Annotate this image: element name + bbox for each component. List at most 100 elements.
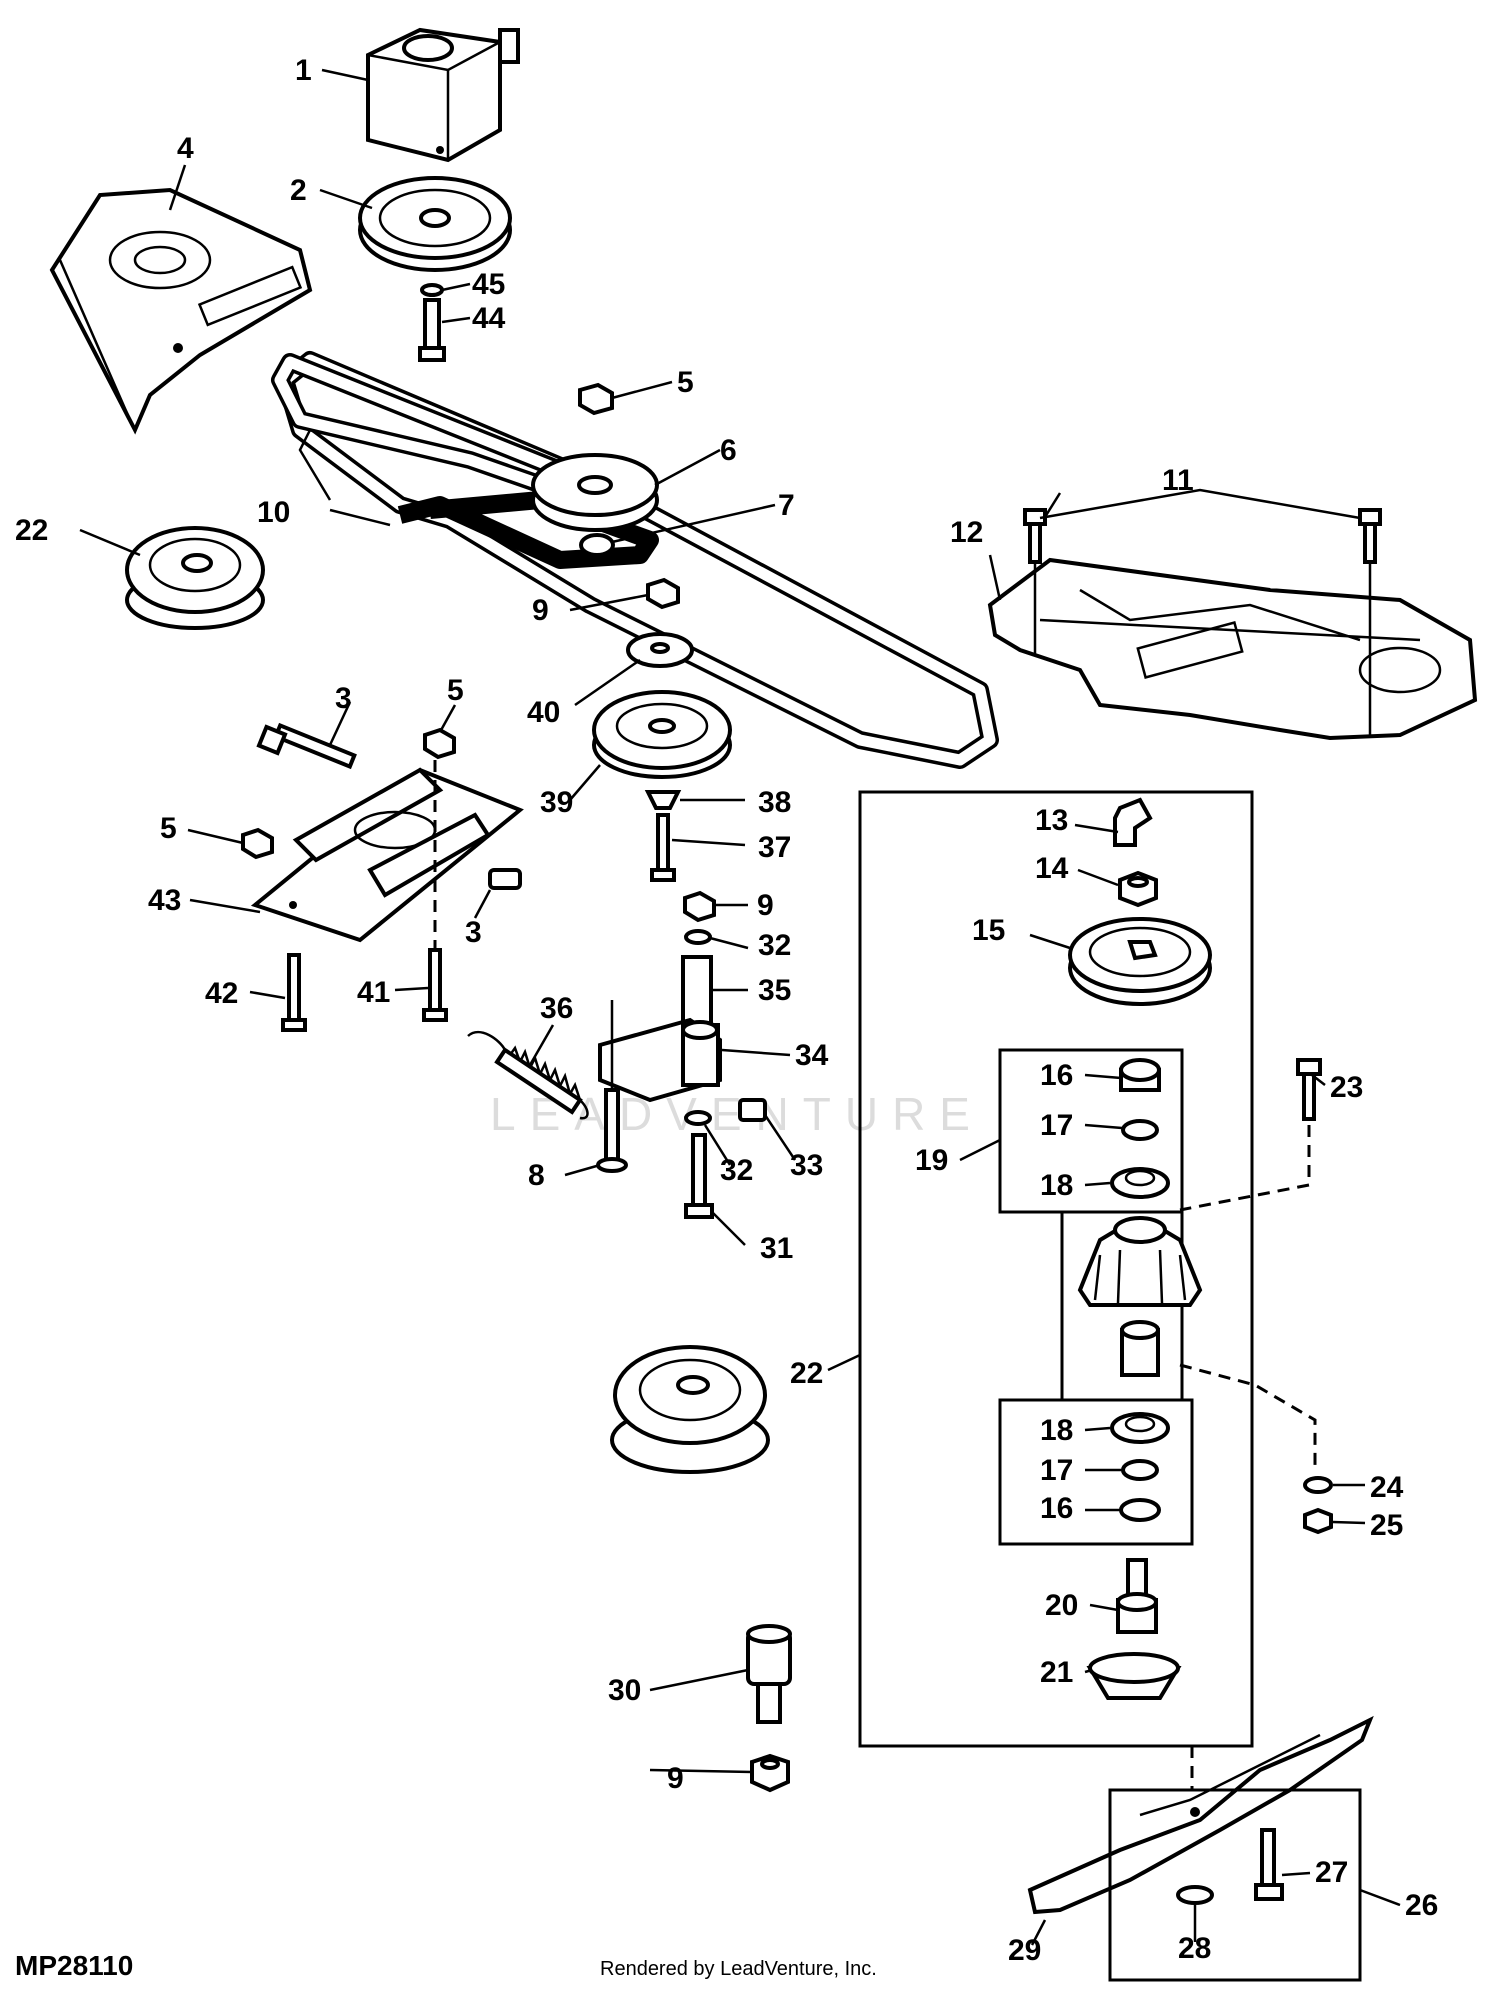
part-42-bolt xyxy=(281,953,307,1032)
callout-25: 25 xyxy=(1370,1509,1403,1542)
callout-10: 10 xyxy=(257,496,290,529)
part-18-bearing-top xyxy=(1110,1167,1170,1199)
callout-31: 31 xyxy=(760,1232,793,1265)
callout-39: 39 xyxy=(540,786,573,819)
callout-7: 7 xyxy=(778,489,795,522)
callout-13: 13 xyxy=(1035,804,1068,837)
part-37-bolt xyxy=(650,813,676,882)
part-36-spring xyxy=(467,1030,589,1120)
callout-17-upper: 17 xyxy=(1040,1109,1073,1142)
callout-12: 12 xyxy=(950,516,983,549)
part-2-pulley xyxy=(358,176,512,272)
part-6-idler-pulley xyxy=(531,453,659,532)
callout-5-bracket-left: 5 xyxy=(160,812,177,845)
part-24-washer xyxy=(1303,1476,1333,1494)
part-8-stud xyxy=(596,1088,628,1173)
part-33-bolt xyxy=(738,1098,767,1122)
callout-4: 4 xyxy=(177,132,194,165)
guide-23 xyxy=(1179,1125,1311,1212)
part-7-spacer xyxy=(579,533,615,557)
part-16-bearing-bottom xyxy=(1119,1498,1161,1522)
callout-28: 28 xyxy=(1178,1932,1211,1965)
part-19-spindle-shaft xyxy=(1120,1320,1160,1377)
callout-16-upper: 16 xyxy=(1040,1059,1073,1092)
part-29-blade xyxy=(1027,1715,1374,1915)
callout-35: 35 xyxy=(758,974,791,1007)
callout-17-lower: 17 xyxy=(1040,1454,1073,1487)
group-box-26 xyxy=(1108,1788,1362,1982)
callout-42: 42 xyxy=(205,977,238,1010)
callout-23: 23 xyxy=(1330,1071,1363,1104)
group-box-spindle xyxy=(858,790,1254,1748)
credit-text: Rendered by LeadVenture, Inc. xyxy=(600,1958,877,1980)
callout-27: 27 xyxy=(1315,1856,1348,1889)
part-21-cup xyxy=(1086,1652,1182,1700)
callout-11: 11 xyxy=(1162,464,1194,497)
part-9-nut-bottom xyxy=(750,1753,790,1793)
callout-19: 19 xyxy=(915,1144,948,1177)
part-17-spacer-top xyxy=(1121,1119,1159,1141)
callout-43: 43 xyxy=(148,884,181,917)
part-38-bushing xyxy=(644,790,682,810)
part-22-spindle-assembly-lower xyxy=(610,1345,770,1474)
callout-16-lower: 16 xyxy=(1040,1492,1073,1525)
callout-33: 33 xyxy=(790,1149,823,1182)
part-11-bolt-right xyxy=(1358,508,1382,735)
part-27-bolt xyxy=(1254,1828,1284,1901)
callout-9-upper: 9 xyxy=(532,594,549,627)
part-11-bolt-left xyxy=(1023,508,1047,655)
callout-38: 38 xyxy=(758,786,791,819)
part-30-adapter xyxy=(746,1624,792,1724)
part-23-bolt xyxy=(1296,1058,1322,1121)
part-5-nut-top xyxy=(578,382,614,416)
callout-9-arm: 9 xyxy=(757,889,774,922)
callout-18-lower: 18 xyxy=(1040,1414,1073,1447)
callout-6: 6 xyxy=(720,434,737,467)
part-4-shield xyxy=(49,187,313,435)
part-18-bearing-bottom xyxy=(1110,1412,1170,1444)
part-3-bolt-upper xyxy=(256,722,357,770)
callout-20: 20 xyxy=(1045,1589,1078,1622)
callout-26: 26 xyxy=(1405,1889,1438,1922)
callout-labels: 1 2 3 3 4 5 5 5 6 7 8 9 9 9 10 11 12 13 … xyxy=(15,54,1438,1967)
part-44-bolt xyxy=(418,298,446,362)
callout-21: 21 xyxy=(1040,1656,1073,1689)
part-15-pulley xyxy=(1068,917,1212,1006)
callout-32-upper: 32 xyxy=(758,929,791,962)
part-40-washer xyxy=(626,632,694,668)
callout-40: 40 xyxy=(527,696,560,729)
part-45-washer xyxy=(420,283,444,297)
part-13-grease-fitting xyxy=(1113,797,1153,847)
part-5-nut-bracket-left xyxy=(241,827,274,860)
callout-3-upper: 3 xyxy=(335,682,352,715)
part-28-washer xyxy=(1176,1885,1214,1905)
guide-24 xyxy=(1179,1363,1317,1470)
callout-9-bottom: 9 xyxy=(667,1762,684,1795)
callout-2: 2 xyxy=(290,174,307,207)
callout-22-lower: 22 xyxy=(790,1357,823,1390)
part-32-washer-upper xyxy=(684,929,712,945)
callout-34: 34 xyxy=(795,1039,829,1072)
part-19-spindle-housing xyxy=(1077,1216,1203,1307)
part-41-bolt xyxy=(422,760,448,1022)
diagram-id-label: MP28110 xyxy=(15,1950,133,1981)
part-39-pulley xyxy=(592,690,732,779)
callout-30: 30 xyxy=(608,1674,641,1707)
part-31-bolt xyxy=(684,1133,714,1219)
callout-15: 15 xyxy=(972,914,1005,947)
callout-36: 36 xyxy=(540,992,573,1025)
part-12-plate xyxy=(987,557,1478,741)
callout-44: 44 xyxy=(472,302,506,335)
part-9-nut-arm xyxy=(683,890,716,923)
part-34-idler-arm xyxy=(598,1000,722,1103)
callout-24: 24 xyxy=(1370,1471,1404,1504)
callout-32-lower: 32 xyxy=(720,1154,753,1187)
part-5-nut-bracket-top xyxy=(423,727,456,760)
callout-41: 41 xyxy=(357,976,390,1009)
callout-22-top: 22 xyxy=(15,514,48,547)
part-22-spindle-assembly-top xyxy=(125,526,265,630)
callout-29: 29 xyxy=(1008,1934,1041,1967)
part-43-bracket xyxy=(250,767,524,943)
callout-37: 37 xyxy=(758,831,791,864)
